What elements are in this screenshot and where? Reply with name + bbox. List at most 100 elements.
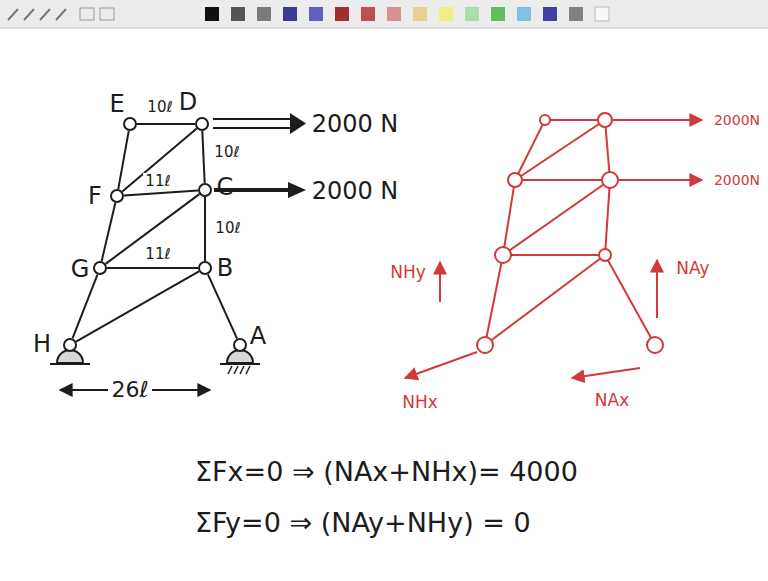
truss-member: [503, 180, 515, 255]
truss-joint: [599, 249, 611, 261]
equation: ΣFy=0 ⇒ (NAy+NHy) = 0: [195, 508, 531, 538]
truss-member: [605, 255, 655, 345]
dimension-label: 26ℓ: [111, 378, 148, 402]
truss-member: [605, 120, 610, 180]
pin-support: [50, 350, 260, 374]
truss-member: [137, 123, 195, 125]
tool-icon: [80, 8, 94, 20]
member-length: 10ℓ: [145, 99, 174, 116]
truss-member: [124, 190, 198, 195]
arrow-head: [288, 182, 306, 198]
reaction-arrow: [572, 368, 640, 378]
force-label: 2000N: [714, 113, 760, 128]
color-swatch: [231, 7, 245, 21]
truss-joint: B: [198, 261, 212, 275]
free-body-truss: [477, 113, 663, 353]
ground-line: [50, 363, 90, 365]
truss-member: [73, 275, 98, 339]
force-arrow: [405, 120, 702, 378]
color-swatch: [439, 7, 453, 21]
truss-member: [106, 194, 200, 264]
joint-label: A: [250, 323, 266, 349]
joint-label: E: [109, 91, 124, 117]
member-length: 10ℓ: [212, 144, 241, 161]
equation: ΣFx=0 ⇒ (NAx+NHx)= 4000: [195, 457, 578, 487]
force-arrow: [213, 127, 292, 129]
truss-member: [515, 179, 610, 181]
color-swatch: [387, 7, 401, 21]
member-length: 10ℓ: [213, 220, 242, 237]
truss-member: [485, 255, 605, 345]
color-swatch: [257, 7, 271, 21]
ground-line: [220, 363, 260, 365]
member-length: 11ℓ: [143, 173, 172, 190]
joint-label: H: [33, 331, 51, 357]
force-label: 2000 N: [312, 178, 399, 204]
toolbar-edge: [0, 28, 768, 29]
truss-joint: E: [123, 117, 137, 131]
joint-label: C: [217, 174, 234, 200]
truss-joint: H: [63, 338, 77, 352]
force-label: NAx: [595, 391, 629, 410]
truss-joint: [495, 247, 511, 263]
truss-joint: [598, 113, 612, 127]
color-swatch: [517, 7, 531, 21]
ground-hatch: [228, 366, 250, 374]
truss-joint: G: [93, 261, 107, 275]
color-swatch: [205, 7, 219, 21]
joint-label: D: [179, 89, 197, 115]
arrow-head: [290, 113, 306, 134]
force-arrow: [213, 118, 292, 120]
truss-member: [118, 131, 129, 189]
joint-label: G: [71, 256, 90, 282]
truss-joint: [540, 115, 550, 125]
truss-member: [485, 255, 503, 345]
truss-joint: [508, 173, 522, 187]
color-swatch: [361, 7, 375, 21]
color-swatch: [283, 7, 297, 21]
joint-label: F: [88, 183, 102, 209]
color-swatch: [335, 7, 349, 21]
truss-member: [515, 120, 605, 180]
truss-member: [545, 119, 605, 121]
truss-joint: A: [233, 338, 247, 352]
force-arrow: [613, 119, 702, 121]
toolbar-bar: [0, 0, 768, 28]
truss-member: [503, 254, 605, 256]
reaction-arrow: [405, 352, 477, 378]
reaction-arrow: [656, 260, 658, 318]
force-label: NHy: [390, 263, 426, 282]
color-swatch: [569, 7, 583, 21]
color-swatch: [491, 7, 505, 21]
truss-member: [107, 267, 198, 269]
truss-member: [503, 180, 610, 255]
truss-joint: [477, 337, 493, 353]
dimension-line: [152, 389, 210, 391]
color-swatch: [309, 7, 323, 21]
color-swatch: [465, 7, 479, 21]
truss-member: [202, 131, 204, 183]
tool-icon: [100, 8, 114, 20]
truss-joint: C: [198, 183, 212, 197]
dimension-line: [60, 389, 108, 391]
member-length: 11ℓ: [143, 246, 172, 263]
force-label: 2000 N: [312, 111, 399, 137]
color-swatch: [595, 7, 609, 21]
reaction-arrow: [439, 262, 441, 302]
force-arrow: [619, 179, 702, 181]
truss-member: [102, 203, 116, 261]
force-label: 2000N: [714, 173, 760, 188]
color-swatch: [543, 7, 557, 21]
truss-joint: [647, 337, 663, 353]
force-label: NAy: [676, 259, 709, 278]
color-swatch: [413, 7, 427, 21]
truss-joint: [602, 172, 618, 188]
truss-joint: D: [195, 117, 209, 131]
truss-joint: F: [110, 189, 124, 203]
truss-member: [208, 274, 237, 338]
pen-icon: [8, 9, 66, 20]
truss-member: [122, 129, 196, 192]
